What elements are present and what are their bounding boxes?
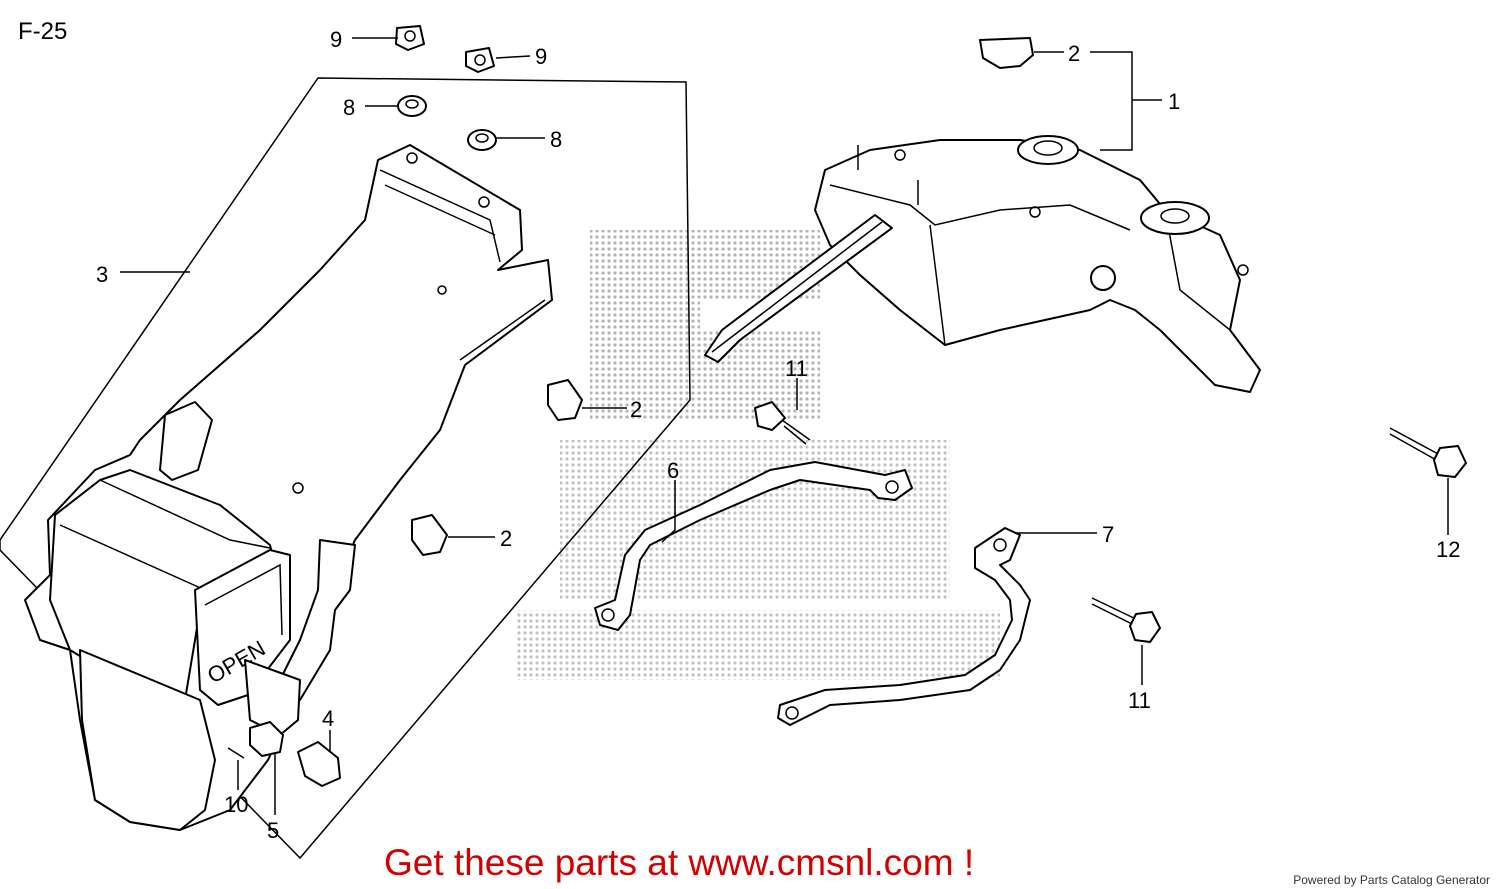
assembly-outline: [0, 77, 691, 860]
nut-4: [297, 741, 341, 787]
leader-lines: [120, 37, 1449, 815]
grommet-8b: [467, 129, 497, 151]
callout-12: 12: [1436, 537, 1460, 562]
callout-1: 1: [1168, 89, 1180, 114]
clip-2-mid: [547, 379, 583, 421]
bolt-11-upper: [754, 401, 811, 445]
bolt-12: [1389, 427, 1467, 478]
page-code: F-25: [18, 18, 68, 45]
callout-9a: 9: [330, 27, 342, 52]
callout-2a: 2: [1068, 41, 1080, 66]
callout-8a: 8: [343, 95, 355, 120]
callout-8b: 8: [550, 127, 562, 152]
screw-10: [227, 747, 245, 759]
clip-2-low: [411, 514, 448, 556]
cta-link-text[interactable]: Get these parts at www.cmsnl.com !: [384, 842, 975, 883]
callout-11a: 11: [785, 356, 808, 381]
grommet-8a: [397, 95, 427, 117]
callouts: 9 9 8 8 3 2 1 2 2 11 6 7 11 12 4 5 10: [96, 27, 1460, 843]
callout-3: 3: [96, 262, 108, 287]
stay-6: [594, 461, 913, 631]
nut-9b: [465, 47, 495, 73]
rear-bracket-assembly: [704, 135, 1261, 393]
nut-9a: [395, 25, 425, 51]
bolt-11-lower: [1091, 597, 1161, 643]
callout-5: 5: [267, 818, 279, 843]
clip-2-top: [979, 37, 1034, 69]
callout-2c: 2: [500, 526, 512, 551]
callout-6: 6: [667, 458, 679, 483]
callout-9b: 9: [535, 44, 547, 69]
footer-credit: Powered by Parts Catalog Generator: [1293, 873, 1490, 887]
callout-11b: 11: [1128, 688, 1151, 713]
callout-2b: 2: [630, 397, 642, 422]
collar-5: [249, 721, 284, 757]
stay-7: [777, 527, 1031, 726]
callout-4: 4: [322, 706, 334, 731]
callout-7: 7: [1102, 522, 1114, 547]
callout-10: 10: [224, 792, 248, 817]
rear-fender: OPEN: [24, 144, 553, 831]
